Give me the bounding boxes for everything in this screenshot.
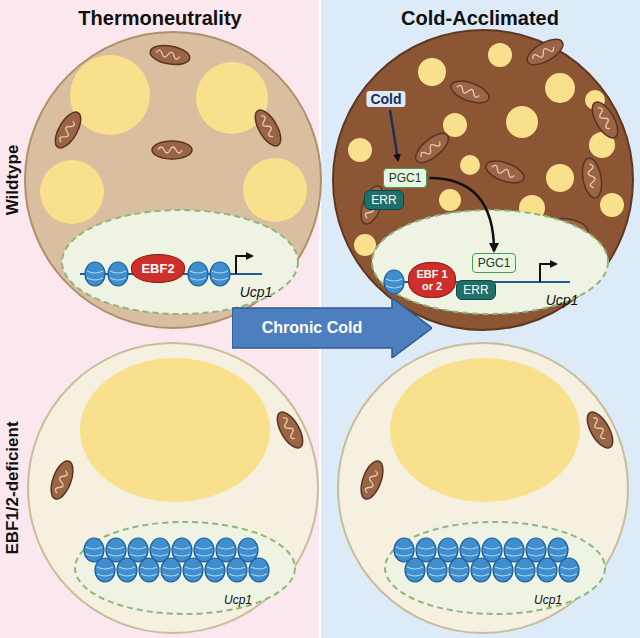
cell (25, 32, 321, 328)
nucleosome (161, 558, 181, 582)
nucleus (62, 210, 298, 314)
mitochondrion (272, 408, 308, 452)
mitochondrion (250, 106, 286, 150)
stimulus-label: Cold (366, 91, 405, 107)
gene-label: Ucp1 (240, 284, 273, 300)
translocation-arrow (429, 178, 494, 251)
node-text: Chronic Cold (232, 319, 392, 337)
node-text: EBF2 (141, 261, 174, 276)
cell (338, 343, 628, 633)
chronic-cold-arrow: Chronic Cold (232, 298, 432, 358)
ebf-protein: EBF 1 or 2 (408, 262, 456, 298)
nucleosome (493, 558, 513, 582)
ebf2-protein: EBF2 (131, 254, 184, 283)
mitochondrion (357, 458, 388, 502)
pgc1-protein: PGC1 (472, 253, 517, 273)
gene-label: Ucp1 (546, 292, 579, 308)
mitochondrion (411, 128, 453, 168)
nucleosome (210, 262, 230, 286)
cell (333, 30, 633, 330)
mitochondrion (582, 408, 618, 452)
mitochondrion (580, 157, 605, 200)
lipid-droplet (40, 160, 104, 224)
nucleus (385, 522, 605, 614)
nucleosome (205, 558, 225, 582)
pgc1-protein: PGC1 (383, 168, 428, 188)
gene-label: Ucp1 (224, 593, 252, 607)
lipid-droplet (390, 358, 580, 502)
nucleosome (384, 270, 404, 294)
nucleosome (95, 558, 115, 582)
mitochondrion (149, 43, 192, 68)
transcription-arrow (236, 256, 252, 274)
lipid-droplet (243, 158, 307, 222)
chromatin (84, 538, 269, 582)
mitochondrion (587, 98, 623, 142)
gene-label: Ucp1 (534, 593, 562, 607)
cell (28, 343, 318, 633)
chromatin (394, 538, 579, 582)
row-heading: Wildtype (3, 145, 23, 216)
nucleus (75, 522, 295, 614)
mitochondrion (483, 157, 527, 188)
nucleosome (108, 262, 128, 286)
lipid-droplet (80, 358, 270, 502)
nucleosome (117, 558, 137, 582)
lipid-droplet (70, 55, 150, 135)
mitochondrion (50, 108, 86, 152)
node-text: EBF 1 or 2 (413, 268, 451, 292)
nucleosome (471, 558, 491, 582)
nucleosome (85, 262, 105, 286)
nucleosome (515, 558, 535, 582)
node-text: PGC1 (478, 256, 511, 270)
column-heading: Cold-Acclimated (401, 7, 559, 30)
mitochondrion (152, 141, 192, 159)
nucleosome (537, 558, 557, 582)
nucleosome (188, 262, 208, 286)
row-heading: EBF1/2-deficient (3, 421, 23, 554)
nucleus (372, 210, 608, 314)
nucleosome (227, 558, 247, 582)
transcription-arrow (540, 264, 556, 282)
node-text: PGC1 (389, 171, 422, 185)
node-text: ERR (463, 283, 488, 297)
nucleosome (249, 558, 269, 582)
mitochondrion (448, 77, 492, 108)
nucleosome (183, 558, 203, 582)
nucleosome (559, 558, 579, 582)
nucleosome (405, 558, 425, 582)
err-protein: ERR (456, 280, 495, 300)
node-text: ERR (371, 193, 396, 207)
err-protein: ERR (364, 190, 403, 210)
cold-arrow (390, 110, 398, 160)
column-heading: Thermoneutrality (78, 7, 241, 30)
nucleosome (449, 558, 469, 582)
nucleosome (139, 558, 159, 582)
mitochondrion (523, 34, 567, 70)
nucleosome (427, 558, 447, 582)
mitochondrion (47, 458, 78, 502)
